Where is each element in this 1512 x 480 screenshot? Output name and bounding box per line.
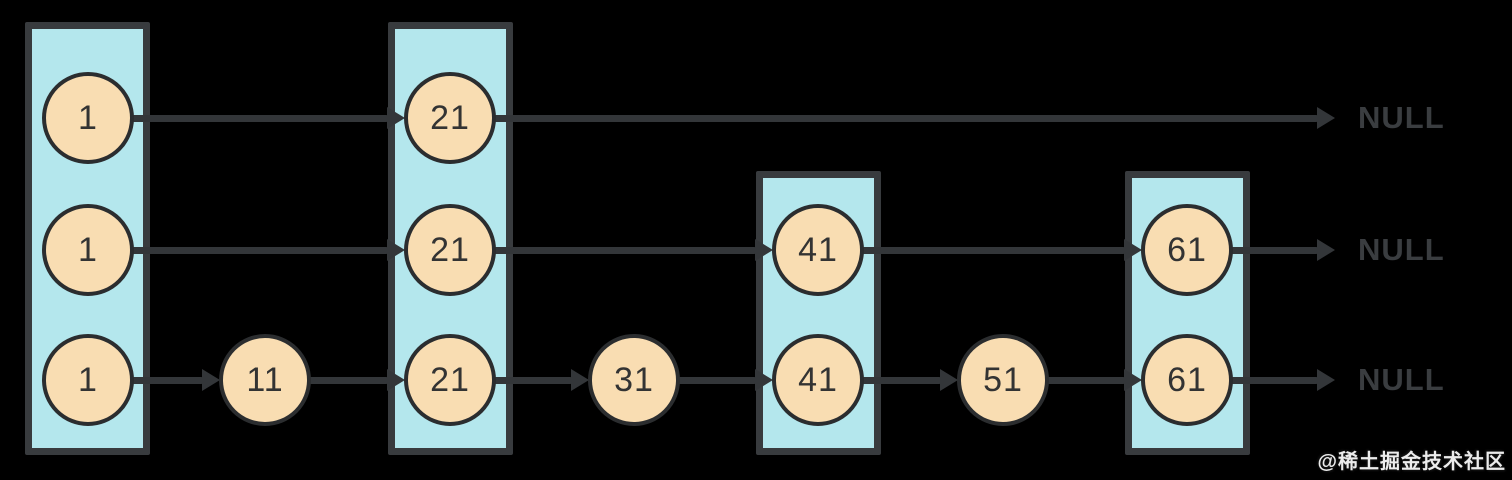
- arrowhead-icon: [571, 369, 589, 391]
- node-21: 21: [404, 334, 496, 426]
- node-21: 21: [404, 72, 496, 164]
- arrowhead-icon: [940, 369, 958, 391]
- edge-arrow: [494, 239, 773, 261]
- edge-arrow: [494, 107, 1335, 129]
- edge-arrow: [1231, 369, 1335, 391]
- node-1: 1: [42, 72, 134, 164]
- arrowhead-icon: [387, 107, 405, 129]
- arrowhead-icon: [1124, 239, 1142, 261]
- edge-arrow: [309, 369, 405, 391]
- edge-arrow: [1231, 239, 1335, 261]
- null-terminal-label: NULL: [1358, 232, 1445, 267]
- arrowhead-icon: [202, 369, 220, 391]
- arrowhead-icon: [1124, 369, 1142, 391]
- arrowhead-icon: [755, 369, 773, 391]
- watermark: @稀土掘金技术社区: [1317, 451, 1506, 473]
- node-41: 41: [772, 204, 864, 296]
- node-1: 1: [42, 204, 134, 296]
- node-41: 41: [772, 334, 864, 426]
- node-61: 61: [1141, 334, 1233, 426]
- node-21: 21: [404, 204, 496, 296]
- edge-arrow: [862, 239, 1142, 261]
- arrowhead-icon: [387, 239, 405, 261]
- null-terminal-label: NULL: [1358, 100, 1445, 135]
- node-11: 11: [219, 334, 311, 426]
- edge-arrow: [132, 107, 405, 129]
- arrowhead-icon: [1317, 369, 1335, 391]
- null-terminal-label: NULL: [1358, 362, 1445, 397]
- node-61: 61: [1141, 204, 1233, 296]
- edge-arrow: [862, 369, 958, 391]
- arrowhead-icon: [1317, 239, 1335, 261]
- edge-arrow: [132, 239, 405, 261]
- node-31: 31: [588, 334, 680, 426]
- node-51: 51: [957, 334, 1049, 426]
- arrowhead-icon: [1317, 107, 1335, 129]
- arrowhead-icon: [755, 239, 773, 261]
- edge-arrow: [678, 369, 773, 391]
- edge-arrow: [1047, 369, 1142, 391]
- arrowhead-icon: [387, 369, 405, 391]
- edge-arrow: [132, 369, 220, 391]
- node-1: 1: [42, 334, 134, 426]
- edge-arrow: [494, 369, 589, 391]
